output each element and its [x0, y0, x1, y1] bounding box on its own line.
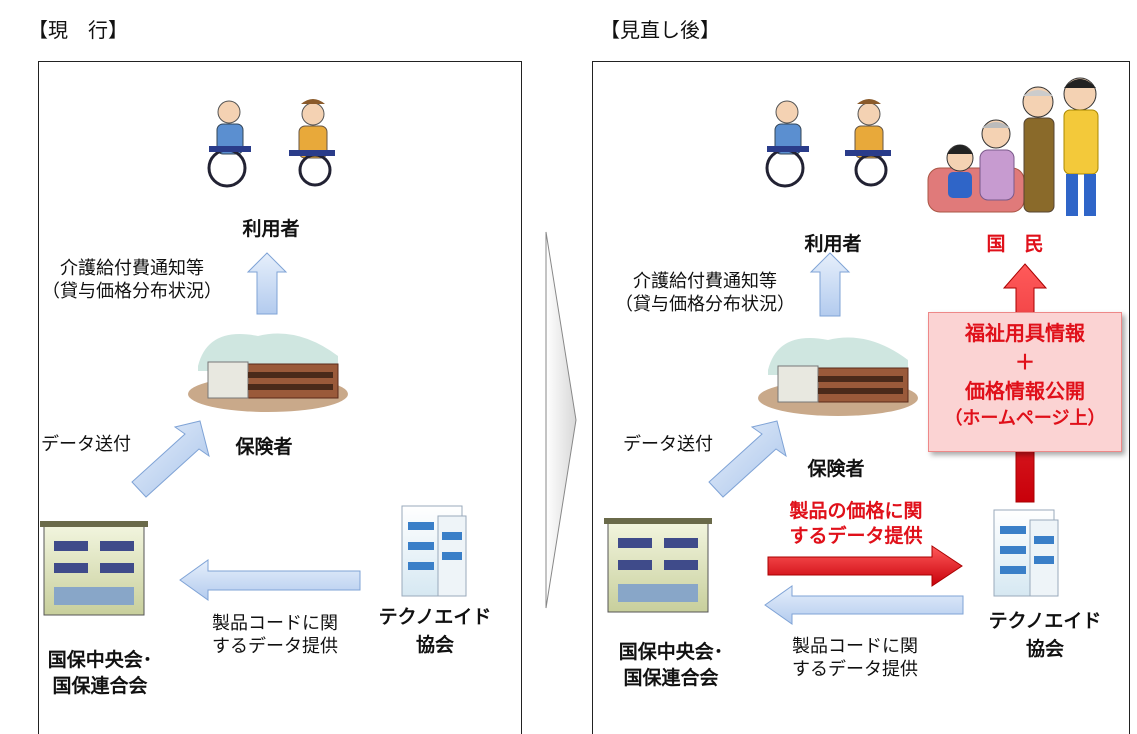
wheelchair-users-icon: [207, 99, 335, 188]
data-send-arrow: [131, 420, 210, 498]
revised-notice-line-1: 介護給付費通知等: [633, 271, 777, 292]
revised-technoaid-line-2: 協会: [1025, 637, 1064, 660]
code-data-arrow: [179, 559, 361, 601]
revised-price-line-2: するデータ提供: [789, 524, 923, 547]
current-technoaid-line-1: テクノエイド: [378, 606, 492, 628]
current-notice-line-1: 介護給付費通知等: [60, 258, 204, 279]
revised-insurer-label: 保険者: [807, 458, 865, 480]
current-technoaid-line-2: 協会: [415, 633, 454, 656]
family-public-icon: [927, 77, 1099, 216]
revised-kokuho-line-2: 国保連合会: [623, 666, 719, 689]
data-send-arrow-revised: [708, 420, 787, 498]
kokuho-building-icon: [40, 521, 148, 616]
revised-technoaid-line-1: テクノエイド: [988, 610, 1102, 632]
revised-price-label: 製品の価格に関 するデータ提供: [766, 499, 946, 548]
notice-up-arrow: [246, 252, 288, 315]
revised-heading: 【見直し後】: [600, 18, 720, 42]
revised-technoaid-label: テクノエイド 協会: [975, 608, 1115, 663]
current-data-send-label: データ送付: [41, 434, 131, 455]
code-data-arrow-revised: [764, 585, 964, 625]
revised-code-line-2: するデータ提供: [792, 659, 918, 681]
insurer-building-icon: [188, 333, 348, 412]
price-data-arrow: [767, 545, 963, 587]
kokuho-building-icon-revised: [604, 518, 712, 613]
current-code-label: 製品コードに関 するデータ提供: [190, 612, 360, 659]
wheelchair-users-icon-revised: [765, 99, 891, 188]
current-kokuho-label: 国保中央会･ 国保連合会: [30, 648, 170, 699]
current-kokuho-line-1: 国保中央会･: [47, 649, 153, 671]
current-kokuho-line-2: 国保連合会: [52, 674, 148, 697]
info-box-line-4: （ホームページ上）: [944, 408, 1106, 429]
revised-kokuho-line-1: 国保中央会･: [618, 641, 724, 663]
current-heading: 【現 行】: [28, 18, 128, 42]
revised-code-line-1: 製品コードに関: [792, 636, 918, 657]
current-notice-label: 介護給付費通知等 （貸与価格分布状況）: [40, 257, 224, 304]
transition-chevron: [545, 231, 577, 609]
public-info-box: 福祉用具情報 ＋ 価格情報公開 （ホームページ上）: [928, 312, 1122, 452]
current-technoaid-label: テクノエイド 協会: [370, 604, 500, 659]
current-code-line-2: するデータ提供: [212, 636, 338, 658]
current-code-line-1: 製品コードに関: [212, 613, 338, 634]
notice-up-arrow-revised: [809, 252, 851, 317]
technoaid-building-icon-revised: [993, 509, 1059, 597]
revised-notice-line-2: （貸与価格分布状況）: [615, 294, 795, 316]
revised-user-label: 利用者: [804, 233, 862, 255]
revised-public-label: 国 民: [986, 233, 1044, 255]
technoaid-building-icon: [401, 505, 467, 597]
insurer-building-icon-revised: [758, 337, 918, 416]
current-user-label: 利用者: [242, 218, 300, 240]
info-box-line-2: ＋: [1015, 350, 1035, 374]
current-notice-line-2: （貸与価格分布状況）: [42, 281, 222, 303]
revised-kokuho-label: 国保中央会･ 国保連合会: [596, 640, 746, 691]
revised-notice-label: 介護給付費通知等 （貸与価格分布状況）: [600, 270, 810, 317]
revised-price-line-1: 製品の価格に関: [789, 500, 923, 522]
info-box-line-1: 福祉用具情報: [965, 321, 1085, 345]
current-insurer-label: 保険者: [235, 436, 293, 458]
info-box-line-3: 価格情報公開: [965, 379, 1085, 403]
revised-code-label: 製品コードに関 するデータ提供: [770, 635, 940, 682]
revised-data-send-label: データ送付: [623, 434, 713, 455]
